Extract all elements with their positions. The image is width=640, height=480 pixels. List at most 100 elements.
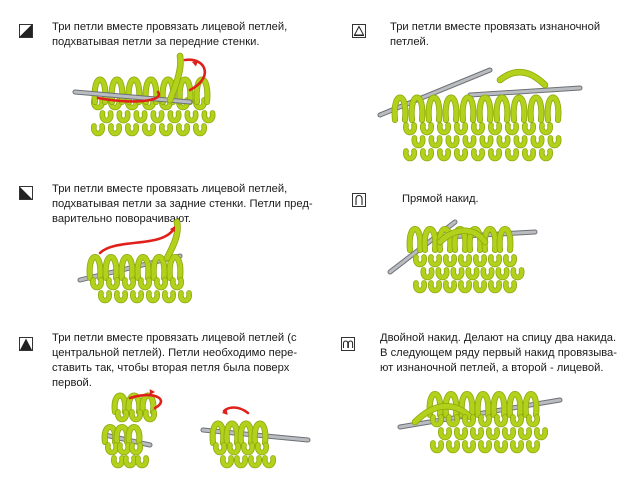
yarn-strand xyxy=(429,136,442,148)
arrow-head xyxy=(222,409,228,415)
yarn-strand xyxy=(502,428,516,440)
red-arrow xyxy=(98,228,175,255)
yarn-strand xyxy=(106,278,120,290)
yarn-strand xyxy=(412,136,425,148)
red-arrow xyxy=(96,58,207,103)
k3tog-central-icon xyxy=(19,337,33,351)
yarn-strand xyxy=(412,403,473,425)
yarn-strand xyxy=(510,415,524,427)
yarn-strand xyxy=(478,441,492,453)
yarn-over-icon xyxy=(352,193,366,207)
yarn-strand xyxy=(255,443,269,455)
yarn-strand xyxy=(518,428,532,440)
yarn-strand xyxy=(238,421,254,446)
yarn-strand xyxy=(91,124,105,136)
yarn-strand xyxy=(220,456,234,468)
yarn-strand xyxy=(491,392,507,418)
text-line: подхватывая петли за задние стенки. Петл… xyxy=(52,198,313,210)
yarn-strand xyxy=(126,424,142,445)
yarn-strand xyxy=(511,268,524,280)
yarn-strand xyxy=(159,124,173,136)
yarn-strand xyxy=(438,428,452,440)
yarn-strand xyxy=(135,456,149,468)
k3tog-central-illustration-a xyxy=(100,380,200,470)
yarn-strand xyxy=(111,456,125,468)
yarn-strand xyxy=(430,441,444,453)
p3tog-text: Три петли вместе провязать изнаночной пе… xyxy=(390,20,630,50)
yarn-strand xyxy=(436,268,449,280)
yarn-strand xyxy=(488,123,502,135)
yarn-strand xyxy=(115,410,129,422)
k3tog-central-illustration-b xyxy=(198,395,313,475)
yarn-strand xyxy=(241,443,255,455)
yarn-strand xyxy=(224,421,240,446)
yarn-strand xyxy=(505,123,519,135)
yarn-strand xyxy=(262,456,276,468)
yarn-strand xyxy=(503,255,517,267)
text-line: Двойной накид. Делают на спицу два накид… xyxy=(380,332,617,344)
yarn-strand xyxy=(522,123,536,135)
yarn-strand xyxy=(210,421,226,446)
yarn-strand xyxy=(545,95,561,123)
yarn-strand xyxy=(437,123,451,135)
yarn-strand xyxy=(177,77,193,105)
yarn-strand xyxy=(202,111,215,123)
yarn-strand xyxy=(454,123,468,135)
yarn-strand xyxy=(507,392,523,418)
yarn-strand xyxy=(193,124,207,136)
yarn-strand xyxy=(154,278,168,290)
yarn-strand xyxy=(523,392,539,418)
yarn-strand xyxy=(162,291,176,303)
yarn-strand xyxy=(112,393,128,415)
yarn-strand xyxy=(168,111,181,123)
yarn-strand xyxy=(458,281,472,293)
yarn-strand xyxy=(129,443,143,455)
yarn-strand xyxy=(114,291,128,303)
double-yarn-over-illustration xyxy=(395,382,565,472)
yarn-strand xyxy=(117,111,130,123)
yarn-strand xyxy=(135,255,151,281)
yarn-strand xyxy=(426,95,442,123)
yarn-strand xyxy=(151,111,164,123)
yarn-strand xyxy=(503,281,517,293)
yarn-strand xyxy=(227,443,241,455)
yarn-strand xyxy=(138,278,152,290)
yarn-strand xyxy=(511,95,527,123)
yarn-over-illustration xyxy=(385,212,538,312)
yarn-strand xyxy=(437,149,451,161)
yarn-strand xyxy=(446,441,460,453)
yarn-strand xyxy=(122,278,136,290)
yarn-strand xyxy=(494,441,508,453)
yarn-strand xyxy=(392,95,408,123)
yarn-strand xyxy=(98,291,112,303)
yarn-strand xyxy=(539,123,553,135)
yarn-strand xyxy=(488,149,502,161)
yarn-strand xyxy=(463,136,476,148)
k3tog-back-text: Три петли вместе провязать лицевой петле… xyxy=(52,182,332,227)
yarn-strand xyxy=(454,428,468,440)
k3tog-front-icon xyxy=(19,24,33,38)
text-line: ставить так, чтобы вторая петля была пов… xyxy=(52,362,290,374)
text-line: варительно поворачивают. xyxy=(52,213,191,225)
yarn-strand xyxy=(514,136,527,148)
p3tog-icon xyxy=(352,24,366,38)
yarn-strand xyxy=(467,227,483,253)
yarn-strand xyxy=(407,227,423,253)
yarn-strand xyxy=(123,456,137,468)
yarn-strand xyxy=(428,281,442,293)
yarn-strand xyxy=(421,268,434,280)
yarn-strand xyxy=(446,415,460,427)
yarn-strand xyxy=(488,281,502,293)
yarn-strand xyxy=(451,268,464,280)
yarn-strand xyxy=(443,281,457,293)
yarn-strand xyxy=(526,415,540,427)
k3tog-front-illustration xyxy=(70,52,240,152)
yarn-strand xyxy=(443,255,457,267)
yarn-strand xyxy=(443,95,459,123)
yarn-strand xyxy=(528,95,544,123)
yarn-strand xyxy=(430,415,444,427)
knitting-needle xyxy=(468,86,582,97)
yarn-strand xyxy=(213,443,227,455)
yarn-strand xyxy=(413,281,427,293)
k3tog-back-illustration xyxy=(75,218,215,308)
